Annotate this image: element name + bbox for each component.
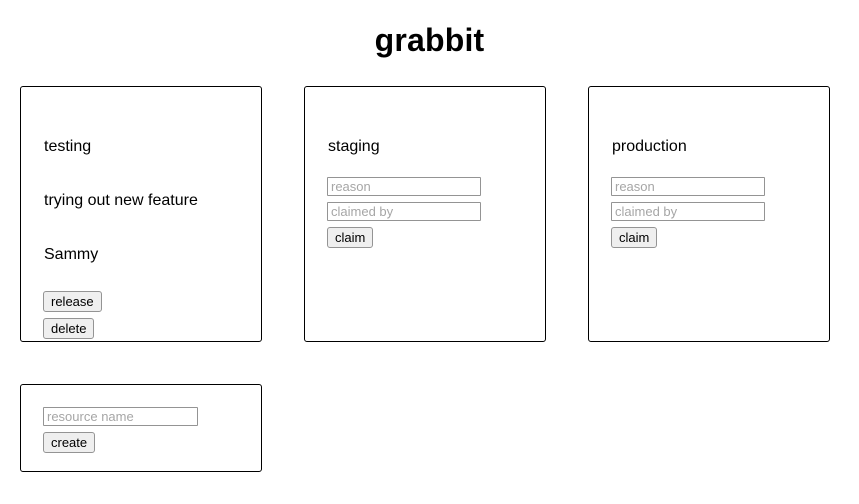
- claim-reason-text: trying out new feature: [44, 192, 198, 209]
- create-resource-form: create: [21, 385, 261, 453]
- resource-card-testing: testing trying out new feature Sammy rel…: [20, 86, 262, 342]
- reason-input[interactable]: [327, 177, 481, 196]
- claim-button[interactable]: claim: [611, 227, 658, 248]
- delete-button[interactable]: delete: [43, 318, 95, 339]
- create-resource-card: create: [20, 384, 262, 472]
- resource-card-production: production claim: [588, 86, 830, 342]
- claim-button[interactable]: claim: [327, 227, 374, 248]
- create-resource-section: create: [0, 342, 859, 472]
- resource-name-label: production: [612, 138, 687, 155]
- resource-name-label: staging: [328, 138, 380, 155]
- resource-actions: release delete: [43, 265, 239, 339]
- claim-form: claim: [327, 157, 523, 248]
- claim-form: claim: [611, 157, 807, 248]
- resource-card-staging: staging claim: [304, 86, 546, 342]
- claimed-by-input[interactable]: [327, 202, 481, 221]
- resource-card-list: testing trying out new feature Sammy rel…: [0, 60, 859, 342]
- create-button[interactable]: create: [43, 432, 96, 453]
- resource-name-label: testing: [44, 138, 92, 155]
- resource-name-input[interactable]: [43, 407, 198, 426]
- claimed-by-input[interactable]: [611, 202, 765, 221]
- claimed-by-text: Sammy: [44, 246, 99, 263]
- reason-input[interactable]: [611, 177, 765, 196]
- release-button[interactable]: release: [43, 291, 102, 312]
- page-title: grabbit: [374, 22, 485, 58]
